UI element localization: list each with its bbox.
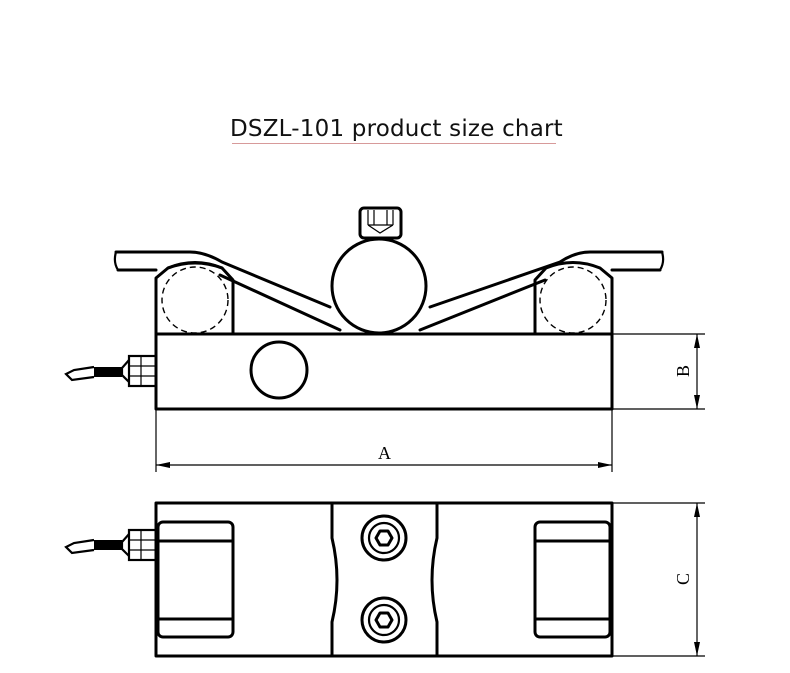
cable-gland-top xyxy=(127,528,158,562)
hex-bolt-lower xyxy=(360,596,408,644)
hex-bolt-upper xyxy=(360,514,408,562)
side-view: A B xyxy=(64,206,705,472)
clamp-block-left-edge xyxy=(330,501,339,658)
load-ball xyxy=(330,237,428,335)
top-view-body xyxy=(154,501,614,658)
title-underline xyxy=(232,143,556,144)
load-cell-beam xyxy=(154,332,614,411)
cable-end-top xyxy=(64,538,95,555)
top-plate-right-upper xyxy=(428,250,664,309)
cable-sleeve xyxy=(94,367,122,377)
cable-gland xyxy=(127,354,158,388)
clamp-block-right-edge xyxy=(430,501,439,658)
right-end-pad xyxy=(533,520,612,639)
right-roller-hidden xyxy=(539,266,607,334)
left-support-block xyxy=(154,261,235,336)
dimension-label-a: A xyxy=(378,443,391,463)
dimension-label-b: B xyxy=(673,365,693,377)
right-support-block xyxy=(533,261,614,336)
top-bolt-head xyxy=(358,206,403,240)
cable-sleeve-top xyxy=(94,540,122,550)
top-plate-left-lower xyxy=(218,273,342,332)
beam-hole xyxy=(249,340,309,400)
left-roller-hidden xyxy=(161,266,229,334)
page-title: DSZL-101 product size chart xyxy=(230,116,563,142)
left-end-pad xyxy=(156,520,235,639)
dimension-label-c: C xyxy=(673,573,693,585)
top-view: C xyxy=(64,501,705,658)
top-plate-left-upper xyxy=(114,250,332,309)
hex-socket-icon xyxy=(367,210,394,234)
top-plate-right-lower xyxy=(418,278,547,332)
cable-end xyxy=(64,365,95,382)
